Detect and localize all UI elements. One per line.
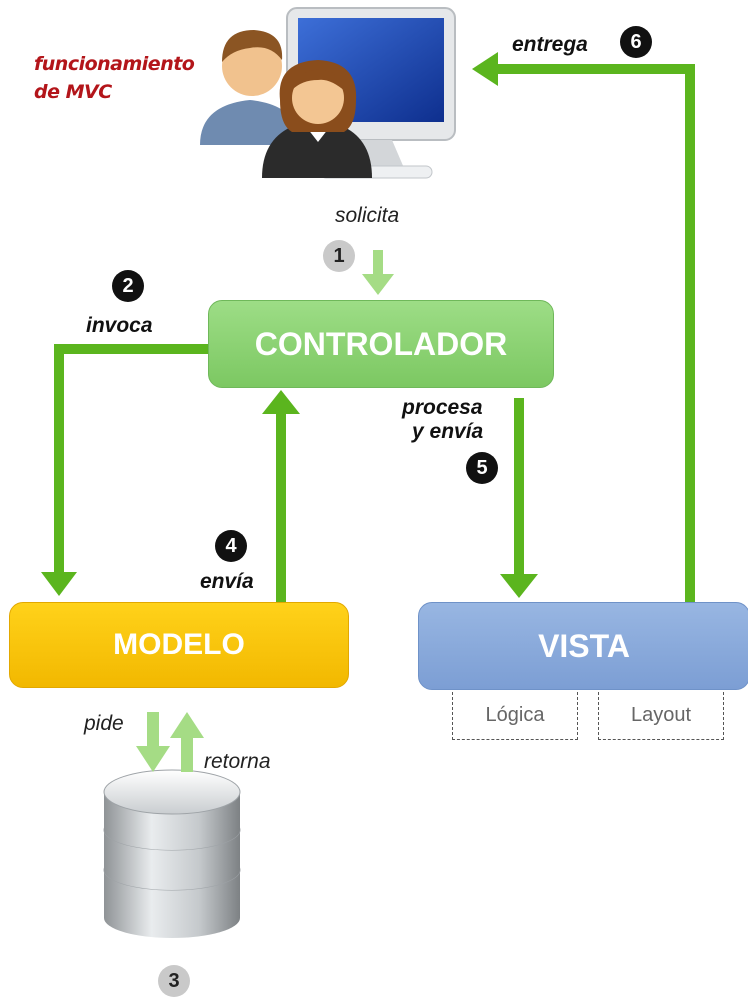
step-1-label: solicita	[335, 204, 400, 227]
step-5-label-a: procesa	[402, 396, 483, 419]
title-line-1: funcionamiento	[34, 53, 195, 75]
step-5-label-b: y envía	[412, 420, 484, 443]
title-line-2: de MVC	[34, 81, 112, 103]
vista-box: VISTA	[418, 602, 748, 690]
vista-part-layout: Layout	[598, 692, 724, 740]
arrow-solicita	[362, 250, 394, 295]
step-1-badge: 1	[323, 240, 355, 272]
vista-part-logica: Lógica	[452, 692, 578, 740]
arrow-procesa	[500, 398, 538, 598]
step-4-label: envía	[200, 570, 254, 593]
step-4-badge: 4	[215, 530, 247, 562]
step-3-label-pide: pide	[84, 712, 124, 735]
step-6-badge: 6	[620, 26, 652, 58]
users-at-computer-icon	[200, 7, 456, 179]
step-2-label: invoca	[86, 314, 153, 337]
modelo-box: MODELO	[9, 602, 349, 688]
arrow-pide	[136, 712, 170, 772]
arrow-entrega	[472, 52, 695, 602]
arrow-envia	[262, 390, 300, 602]
diagram-title: funcionamiento de MVC	[34, 50, 195, 106]
controlador-box: CONTROLADOR	[208, 300, 554, 388]
arrow-invoca	[41, 344, 208, 596]
database-icon	[103, 769, 241, 938]
step-3-label-retorna: retorna	[204, 750, 271, 773]
step-6-label: entrega	[512, 33, 588, 56]
step-2-badge: 2	[112, 270, 144, 302]
step-5-badge: 5	[466, 452, 498, 484]
step-3-badge: 3	[158, 965, 190, 997]
arrow-retorna	[170, 712, 204, 772]
